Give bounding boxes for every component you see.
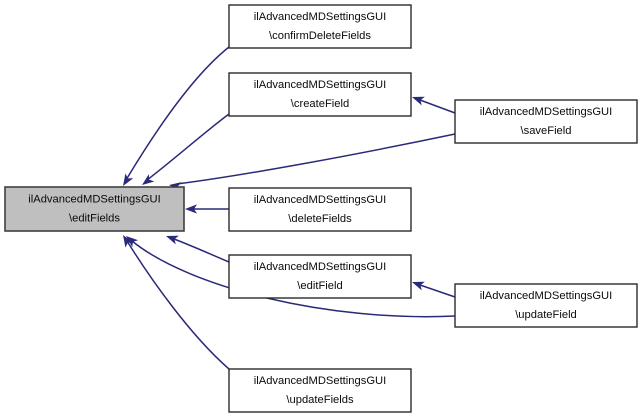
node-label-method: \editFields — [69, 212, 120, 224]
arrowhead-icon — [412, 281, 425, 291]
arrowhead-icon — [412, 96, 425, 106]
node-label-class: ilAdvancedMDSettingsGUI — [254, 79, 386, 91]
node-box[interactable] — [454, 99, 638, 144]
arrowhead-icon — [126, 236, 139, 248]
edge-line — [173, 238, 230, 263]
node-editField[interactable]: ilAdvancedMDSettingsGUI \editField — [228, 254, 412, 299]
node-label-class: ilAdvancedMDSettingsGUI — [254, 261, 386, 273]
node-label-class: ilAdvancedMDSettingsGUI — [254, 375, 386, 387]
arrowhead-icon — [166, 235, 179, 245]
node-label-class: ilAdvancedMDSettingsGUI — [480, 106, 612, 118]
node-label-method: \confirmDeleteFields — [269, 30, 371, 42]
node-deleteFields[interactable]: ilAdvancedMDSettingsGUI \deleteFields — [228, 187, 412, 232]
node-label-method: \updateField — [515, 309, 577, 321]
edge-confirmDeleteFields-to-editFields — [123, 46, 230, 186]
edge-deleteFields-to-editFields — [185, 204, 229, 214]
edge-line — [419, 284, 456, 298]
edge-line — [146, 113, 230, 181]
node-box[interactable] — [454, 283, 638, 328]
arrowhead-icon — [123, 173, 134, 186]
node-box — [4, 186, 185, 232]
arrowhead-icon — [142, 174, 155, 185]
node-label-method: \saveField — [521, 125, 572, 137]
node-box[interactable] — [228, 4, 412, 49]
edge-updateField-to-editField — [412, 281, 456, 298]
node-box[interactable] — [228, 72, 412, 117]
edge-line — [126, 240, 230, 370]
node-updateField[interactable]: ilAdvancedMDSettingsGUI \updateField — [454, 283, 638, 328]
node-label-method: \editField — [297, 280, 342, 292]
node-label-method: \createField — [291, 98, 349, 110]
edge-editField-to-editFields — [166, 235, 230, 263]
node-label-method: \deleteFields — [288, 213, 352, 225]
edge-saveField-to-createField — [412, 96, 456, 114]
node-box[interactable] — [228, 368, 412, 413]
node-confirmDeleteFields[interactable]: ilAdvancedMDSettingsGUI \confirmDeleteFie… — [228, 4, 412, 49]
node-layer: ilAdvancedMDSettingsGUI \confirmDeleteFie… — [4, 4, 638, 413]
node-label-method: \updateFields — [286, 394, 354, 406]
edge-line — [419, 99, 456, 114]
node-box[interactable] — [228, 254, 412, 299]
edge-updateFields-to-editFields — [123, 235, 230, 370]
node-label-class: ilAdvancedMDSettingsGUI — [254, 11, 386, 23]
node-editFields: ilAdvancedMDSettingsGUI \editFields — [4, 186, 185, 232]
node-createField[interactable]: ilAdvancedMDSettingsGUI \createField — [228, 72, 412, 117]
node-label-class: ilAdvancedMDSettingsGUI — [480, 290, 612, 302]
edge-line — [125, 46, 230, 181]
edge-line — [176, 133, 456, 185]
node-saveField[interactable]: ilAdvancedMDSettingsGUI \saveField — [454, 99, 638, 144]
node-box[interactable] — [228, 187, 412, 232]
arrowhead-icon — [185, 204, 197, 214]
arrowhead-icon — [123, 235, 134, 248]
node-label-class: ilAdvancedMDSettingsGUI — [28, 193, 160, 205]
node-updateFields[interactable]: ilAdvancedMDSettingsGUI \updateFields — [228, 368, 412, 413]
edge-createField-to-editFields — [142, 113, 230, 185]
node-label-class: ilAdvancedMDSettingsGUI — [254, 194, 386, 206]
